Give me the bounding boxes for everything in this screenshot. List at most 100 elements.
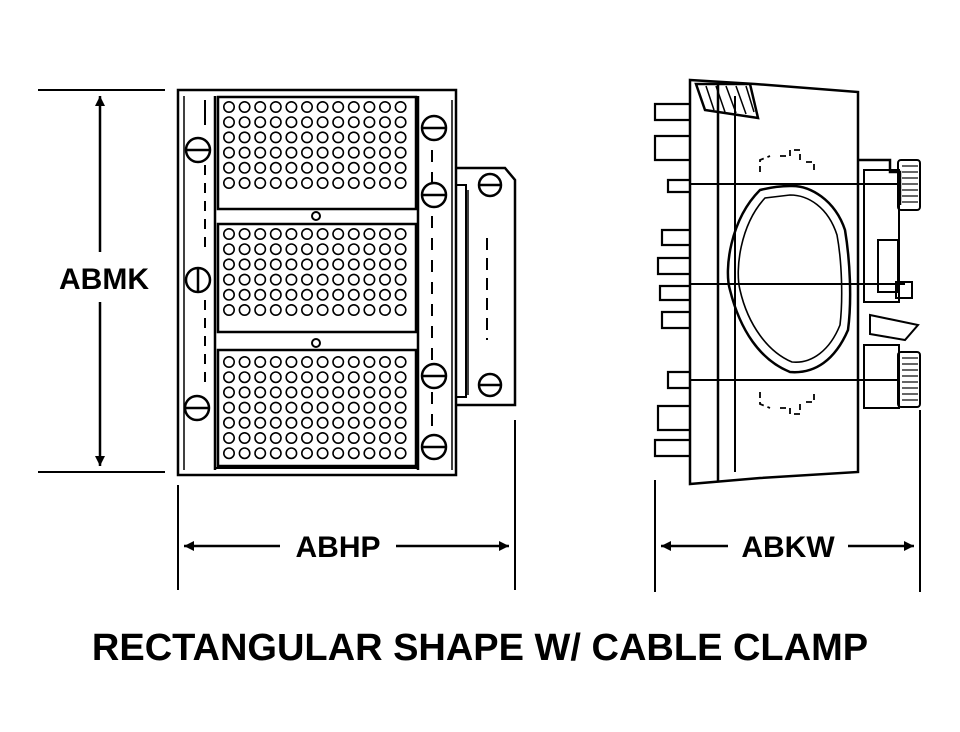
- contact-hole: [269, 371, 282, 384]
- contact-holes: [223, 101, 407, 460]
- contact-hole: [269, 303, 282, 316]
- contact-hole: [285, 447, 298, 460]
- front-body-outline: [176, 88, 458, 477]
- contact-hole: [332, 355, 345, 368]
- contact-hole: [378, 386, 391, 399]
- screw-icon: [420, 114, 448, 142]
- contact-hole: [316, 116, 329, 129]
- contact-hole: [300, 386, 313, 399]
- contact-hole: [254, 258, 267, 271]
- contact-hole: [254, 386, 267, 399]
- cable-clamp: [456, 166, 517, 407]
- contact-hole: [238, 431, 251, 444]
- contact-hole: [363, 273, 376, 286]
- contact-hole: [378, 177, 391, 190]
- screw-icon: [420, 433, 448, 461]
- side-width-dimension: ABKW: [654, 410, 921, 592]
- contact-hole: [223, 447, 236, 460]
- contact-hole: [316, 303, 329, 316]
- contact-hole: [254, 177, 267, 190]
- contact-hole: [332, 131, 345, 144]
- side-view: [653, 78, 921, 486]
- contact-hole: [223, 431, 236, 444]
- height-label: ABMK: [59, 263, 149, 296]
- contact-hole: [223, 355, 236, 368]
- insert-block-top: [216, 95, 418, 211]
- contact-hole: [347, 116, 360, 129]
- contact-hole: [238, 177, 251, 190]
- contact-hole: [285, 161, 298, 174]
- contact-hole: [332, 431, 345, 444]
- contact-hole: [316, 228, 329, 241]
- height-dimension: ABMK: [38, 89, 165, 473]
- contact-hole: [316, 416, 329, 429]
- contact-hole: [363, 243, 376, 256]
- contact-hole: [300, 258, 313, 271]
- side-width-label: ABKW: [741, 531, 835, 564]
- contact-hole: [223, 116, 236, 129]
- insert-block-middle: [216, 222, 418, 334]
- screw-icon: [477, 372, 503, 398]
- contact-hole: [238, 401, 251, 414]
- cable-opening: [726, 184, 852, 374]
- contact-hole: [316, 371, 329, 384]
- contact-hole: [394, 161, 407, 174]
- contact-hole: [254, 161, 267, 174]
- contact-hole: [223, 416, 236, 429]
- contact-hole: [269, 288, 282, 301]
- contact-hole: [269, 258, 282, 271]
- contact-hole: [300, 101, 313, 114]
- contact-hole: [223, 146, 236, 159]
- contact-hole: [363, 131, 376, 144]
- contact-hole: [332, 228, 345, 241]
- contact-hole: [223, 303, 236, 316]
- contact-hole: [347, 303, 360, 316]
- coupling-ring: [694, 82, 760, 120]
- contact-hole: [378, 273, 391, 286]
- contact-hole: [300, 288, 313, 301]
- contact-hole: [269, 355, 282, 368]
- contact-hole: [300, 431, 313, 444]
- contact-hole: [363, 401, 376, 414]
- contact-hole: [363, 447, 376, 460]
- figure-caption: RECTANGULAR SHAPE W/ CABLE CLAMP: [92, 627, 868, 669]
- contact-hole: [363, 101, 376, 114]
- contact-hole: [394, 177, 407, 190]
- contact-hole: [378, 243, 391, 256]
- contact-hole: [378, 116, 391, 129]
- contact-hole: [347, 416, 360, 429]
- contact-hole: [300, 447, 313, 460]
- contact-hole: [316, 131, 329, 144]
- front-width-label: ABHP: [295, 531, 380, 564]
- contact-hole: [285, 371, 298, 384]
- contact-hole: [254, 131, 267, 144]
- contact-hole: [363, 228, 376, 241]
- contact-hole: [223, 386, 236, 399]
- contact-hole: [332, 303, 345, 316]
- contact-hole: [332, 146, 345, 159]
- contact-hole: [238, 116, 251, 129]
- contact-hole: [269, 131, 282, 144]
- contact-hole: [347, 288, 360, 301]
- contact-hole: [316, 273, 329, 286]
- contact-hole: [332, 101, 345, 114]
- contact-hole: [363, 177, 376, 190]
- contact-hole: [316, 288, 329, 301]
- contact-hole: [269, 416, 282, 429]
- contact-hole: [269, 431, 282, 444]
- contact-hole: [378, 101, 391, 114]
- contact-hole: [238, 101, 251, 114]
- contact-hole: [238, 258, 251, 271]
- screw-icon: [420, 362, 448, 390]
- contact-hole: [394, 228, 407, 241]
- side-contacts: [653, 102, 690, 458]
- contact-hole: [285, 177, 298, 190]
- contact-hole: [285, 258, 298, 271]
- contact-hole: [316, 258, 329, 271]
- contact-hole: [316, 243, 329, 256]
- contact-hole: [347, 273, 360, 286]
- contact-hole: [347, 386, 360, 399]
- contact-hole: [254, 101, 267, 114]
- contact-hole: [316, 431, 329, 444]
